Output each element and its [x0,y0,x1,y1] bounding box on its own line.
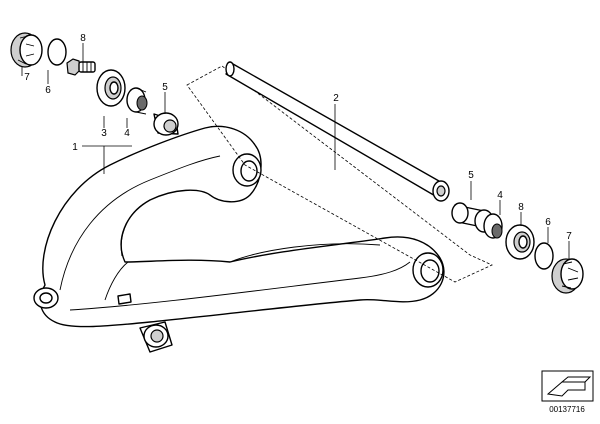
part-4-needle-bearing-right [483,213,503,239]
callout-6-left: 6 [45,85,51,96]
part-6-circlip-right [534,242,554,270]
part-3-bearing-right [505,224,535,260]
leader-lines [21,43,570,259]
callout-5-right: 5 [468,170,474,181]
part-7-cap-right [551,258,584,294]
callout-5-left: 5 [162,82,168,93]
callout-4-left: 4 [124,128,130,139]
callout-7-left: 7 [24,72,30,83]
part-4-needle-bearing-left [126,87,148,115]
callout-2: 2 [333,93,339,104]
part-5-bush-left [153,112,179,136]
section-thumbnail [541,370,594,402]
part-8-bolt-left [66,58,96,76]
part-2-shaft [225,61,450,202]
callout-6-right: 6 [545,217,551,228]
part-3-bearing-left [96,69,126,107]
callout-7-right: 7 [566,231,572,242]
assembly-dashed-outline [186,65,493,283]
callout-3-left: 3 [101,128,107,139]
part-7-cap-left [10,32,43,68]
document-number: 00137716 [549,405,585,414]
callout-4-right: 4 [497,190,503,201]
callout-1: 1 [72,142,78,153]
part-6-circlip-left [47,38,67,66]
part-1-swing-arm [33,125,445,353]
callout-8-right: 8 [518,202,524,213]
callout-8-left: 8 [80,33,86,44]
